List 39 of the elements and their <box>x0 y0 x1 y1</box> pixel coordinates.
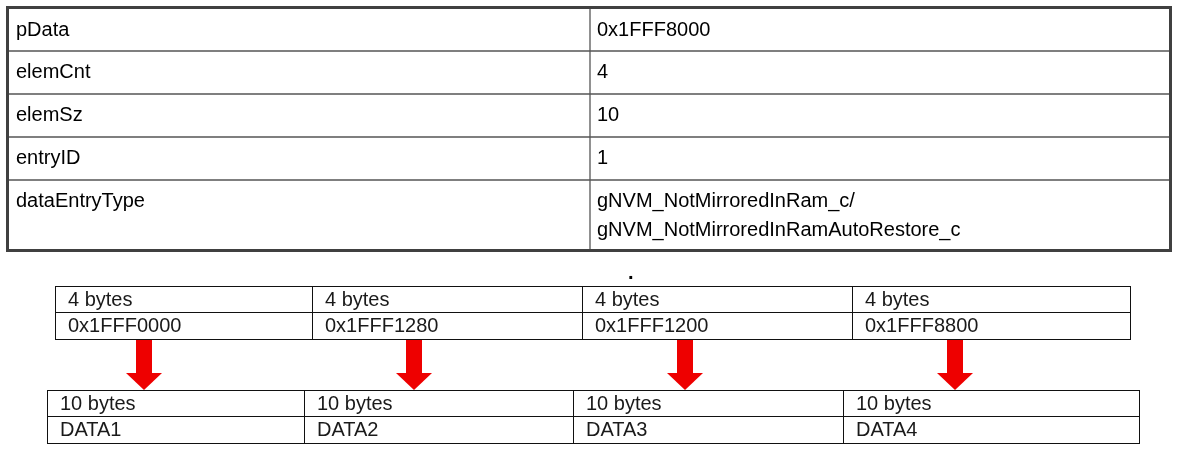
address-label: 0x1FFF8800 <box>864 313 980 338</box>
pointer-cell <box>852 286 1131 340</box>
data-cell <box>573 390 845 444</box>
field-name: pData <box>16 17 71 42</box>
address-label: 0x1FFF1200 <box>594 313 710 338</box>
field-name: entryID <box>16 145 82 170</box>
data-cell <box>843 390 1140 444</box>
data-label: DATA3 <box>585 417 649 442</box>
field-name: dataEntryType <box>16 188 146 213</box>
field-value: 10 <box>597 102 621 127</box>
data-cell <box>304 390 575 444</box>
size-label: 10 bytes <box>48 391 305 417</box>
field-value: 1 <box>597 145 610 170</box>
field-name: elemSz <box>16 102 84 127</box>
size-label: 10 bytes <box>844 391 1139 417</box>
field-value: 4 <box>597 59 610 84</box>
field-value: gNVM_NotMirroredInRam_c/ gNVM_NotMirroredInRamAutoRestore_c <box>597 188 962 243</box>
field-value: 0x1FFF8000 <box>597 17 712 42</box>
size-label: 10 bytes <box>305 391 574 417</box>
data-cell <box>47 390 306 444</box>
period-mark: . <box>628 262 634 282</box>
pointer-cell <box>582 286 854 340</box>
size-label: 4 bytes <box>56 287 313 313</box>
arrow <box>667 340 703 390</box>
data-label: DATA2 <box>316 417 380 442</box>
arrow <box>396 340 432 390</box>
size-label: 4 bytes <box>583 287 853 313</box>
pointer-cell <box>312 286 584 340</box>
pointer-cell <box>55 286 314 340</box>
data-label: DATA4 <box>855 417 919 442</box>
address-label: 0x1FFF1280 <box>324 313 440 338</box>
arrow <box>126 340 162 390</box>
arrow <box>937 340 973 390</box>
field-name: elemCnt <box>16 59 92 84</box>
size-label: 4 bytes <box>853 287 1130 313</box>
address-label: 0x1FFF0000 <box>67 313 183 338</box>
data-label: DATA1 <box>59 417 123 442</box>
size-label: 10 bytes <box>574 391 844 417</box>
size-label: 4 bytes <box>313 287 583 313</box>
